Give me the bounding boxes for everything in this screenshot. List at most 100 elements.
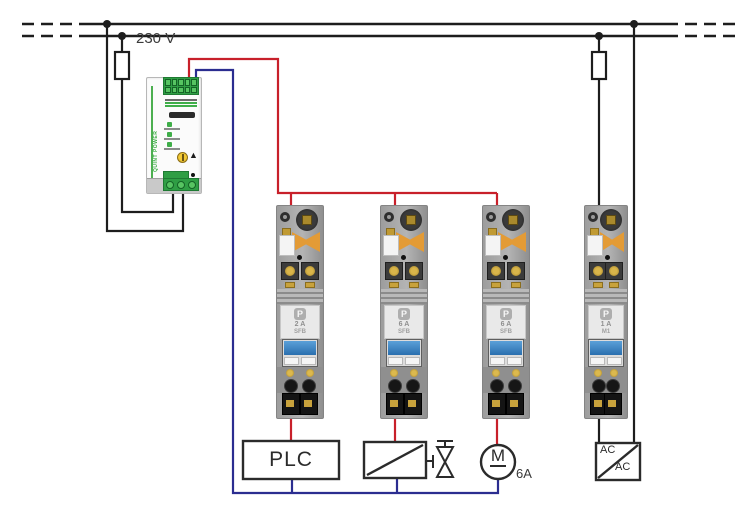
marking-sticker [587, 235, 603, 256]
load-terminal-right [300, 393, 318, 415]
psu-potentiometer-icon [177, 152, 188, 163]
latch-lever-icon [498, 232, 526, 252]
supply-terminal-left [281, 262, 299, 280]
supply-terminal-right [405, 262, 423, 280]
rating-label-area: P 2 A SFB [280, 305, 320, 339]
load-terminal-right [604, 393, 622, 415]
psu-spec-text-lines [165, 98, 197, 108]
lower-terminal-block [277, 367, 323, 393]
test-point [401, 255, 406, 260]
test-socket [302, 379, 316, 393]
psu-button-icon [191, 173, 195, 177]
power-supply-unit: QUINT POWER ▲ [146, 77, 202, 194]
ac-ac-converter-box [594, 441, 642, 482]
contact-nub [593, 282, 603, 288]
housing-grooves [585, 289, 627, 304]
test-point [503, 255, 508, 260]
psu-led-sgnd [161, 142, 183, 150]
contact-nub [511, 282, 521, 288]
circuit-breaker-1: P 2 A SFB [276, 205, 324, 419]
switch-blue-face [284, 341, 316, 355]
psu-brand-label: QUINT POWER [153, 130, 159, 172]
solenoid-valve-icon [426, 440, 455, 478]
load-terminal-left [386, 393, 404, 415]
breaker-type: SFB [500, 329, 512, 335]
phoenix-logo: P [500, 308, 512, 320]
rating-label-area: P 1 A M1 [588, 305, 624, 339]
warning-triangle-icon: ▲ [189, 150, 198, 160]
marking-sticker [279, 235, 295, 256]
motor-symbol [479, 443, 517, 481]
contact-nub [491, 282, 501, 288]
contact-nub [609, 282, 619, 288]
psu-led-dc-ok [161, 132, 183, 140]
rating-label-area: P 6 A SFB [384, 305, 424, 339]
contact-nub [285, 282, 295, 288]
lower-terminal-block [381, 367, 427, 393]
test-point [297, 255, 302, 260]
test-socket [284, 379, 298, 393]
switch-blue-face [388, 341, 420, 355]
reset-button-icon [486, 212, 496, 222]
breaker-switch [282, 339, 318, 367]
switch-buttons [388, 357, 420, 365]
psu-led-boost [161, 122, 183, 130]
ssr-box [362, 440, 428, 480]
supply-terminal-right [507, 262, 525, 280]
voltage-label: 230 V [136, 30, 176, 47]
switch-buttons [284, 357, 316, 365]
motor-letter: M [489, 446, 507, 467]
breaker-type: SFB [294, 329, 306, 335]
breaker-type: SFB [398, 329, 410, 335]
converter-in-label: AC [600, 444, 616, 456]
reset-button-icon [384, 212, 394, 222]
reset-button-icon [588, 212, 598, 222]
rotary-selector-icon [502, 209, 524, 231]
motor-rating-label: 6A [516, 466, 532, 481]
latch-lever-icon [292, 232, 320, 252]
test-socket [606, 379, 620, 393]
junction-dots [103, 20, 638, 40]
mains-bus [22, 22, 738, 38]
plc-label: PLC [269, 448, 313, 471]
marking-sticker [383, 235, 399, 256]
breaker-rating: 6 A [398, 321, 410, 328]
psu-input-terminal [163, 178, 199, 191]
test-socket [592, 379, 606, 393]
rotary-selector-icon [600, 209, 622, 231]
supply-terminal-left [487, 262, 505, 280]
test-socket [490, 379, 504, 393]
positive-wires [187, 57, 499, 446]
psu-logo-badge [169, 112, 195, 118]
fuse-icon [113, 50, 608, 81]
housing-grooves [483, 289, 529, 304]
switch-buttons [590, 357, 622, 365]
test-point [605, 255, 610, 260]
rotary-selector-icon [296, 209, 318, 231]
switch-blue-face [590, 341, 622, 355]
circuit-breaker-3: P 6 A SFB [482, 205, 530, 419]
housing-grooves [277, 289, 323, 304]
psu-output-terminal [163, 77, 199, 95]
test-socket [388, 379, 402, 393]
load-terminal-right [506, 393, 524, 415]
breaker-switch [488, 339, 524, 367]
converter-out-label: AC [615, 461, 631, 473]
phoenix-logo: P [398, 308, 410, 320]
lower-terminal-block [483, 367, 529, 393]
breaker-rating: 2 A [294, 321, 306, 328]
breaker-type: M1 [601, 329, 611, 335]
latch-lever-icon [396, 232, 424, 252]
reset-button-icon [280, 212, 290, 222]
rotary-selector-icon [400, 209, 422, 231]
test-socket [406, 379, 420, 393]
supply-terminal-right [301, 262, 319, 280]
circuit-breaker-4: P 1 A M1 [584, 205, 628, 419]
switch-buttons [490, 357, 522, 365]
circuit-breaker-2: P 6 A SFB [380, 205, 428, 419]
breaker-switch [588, 339, 624, 367]
latch-lever-icon [600, 232, 624, 252]
load-terminal-left [282, 393, 300, 415]
